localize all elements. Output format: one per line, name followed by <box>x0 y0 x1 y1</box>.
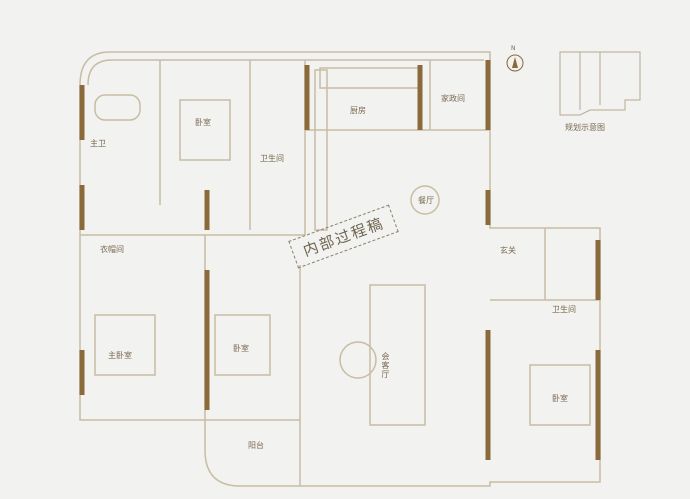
room-dining: 餐厅 <box>418 196 434 205</box>
room-bathroom-top: 卫生间 <box>260 154 284 163</box>
room-living: 会客厅 <box>381 352 390 379</box>
room-foyer: 玄关 <box>500 246 516 255</box>
room-bathroom-right: 卫生间 <box>552 305 576 314</box>
room-master-bedroom: 主卧室 <box>108 351 132 360</box>
room-utility: 家政间 <box>441 94 465 103</box>
room-kitchen: 厨房 <box>350 106 366 115</box>
keyplan-caption: 规划示意图 <box>565 123 605 132</box>
room-bedroom-mid: 卧室 <box>233 344 249 353</box>
compass-label: N <box>511 45 516 52</box>
room-bedroom-right: 卧室 <box>552 394 568 403</box>
keyplan-drawing <box>559 51 641 116</box>
room-master-bath: 主卫 <box>90 139 106 148</box>
north-arrow-icon <box>506 54 524 72</box>
structural-walls <box>79 60 601 460</box>
outline-walls <box>79 51 601 487</box>
room-closet: 衣帽间 <box>100 245 124 254</box>
room-bedroom-top: 卧室 <box>195 118 211 127</box>
room-balcony: 阳台 <box>248 441 264 450</box>
